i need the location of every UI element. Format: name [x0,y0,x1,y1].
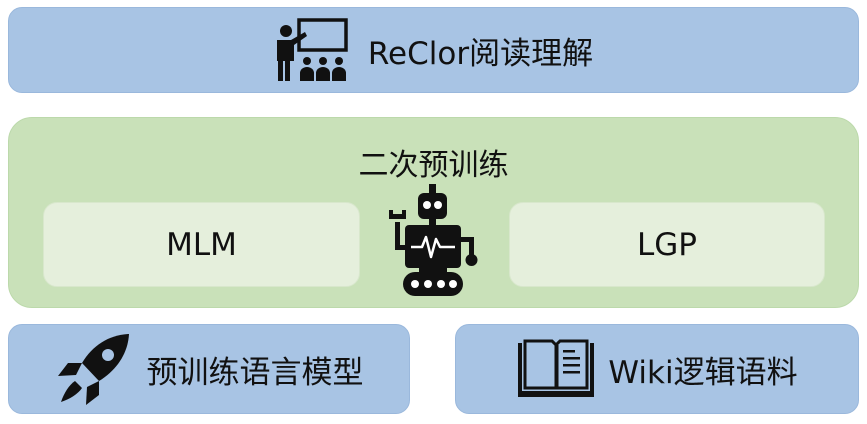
lgp-label: LGP [637,226,697,263]
book-icon [518,339,595,397]
secondary-pretraining-title: 二次预训练 [358,148,509,183]
mlm-box: MLM [43,202,360,287]
wiki-logic-corpus-box: Wiki逻辑语料 [455,324,859,414]
pretrained-lm-box: 预训练语言模型 [8,324,410,414]
rocket-icon [57,334,129,405]
lgp-box: LGP [509,202,825,287]
robot-icon [389,184,478,296]
reclor-reading-box: ReClor阅读理解 [8,7,859,93]
pretrained-lm-label: 预训练语言模型 [146,354,364,391]
reclor-reading-label: ReClor阅读理解 [367,35,594,72]
wiki-logic-corpus-label: Wiki逻辑语料 [608,354,798,391]
secondary-pretraining-box: 二次预训练 MLM LGP [8,117,859,308]
teacher-icon [276,18,348,81]
mlm-label: MLM [166,226,237,263]
